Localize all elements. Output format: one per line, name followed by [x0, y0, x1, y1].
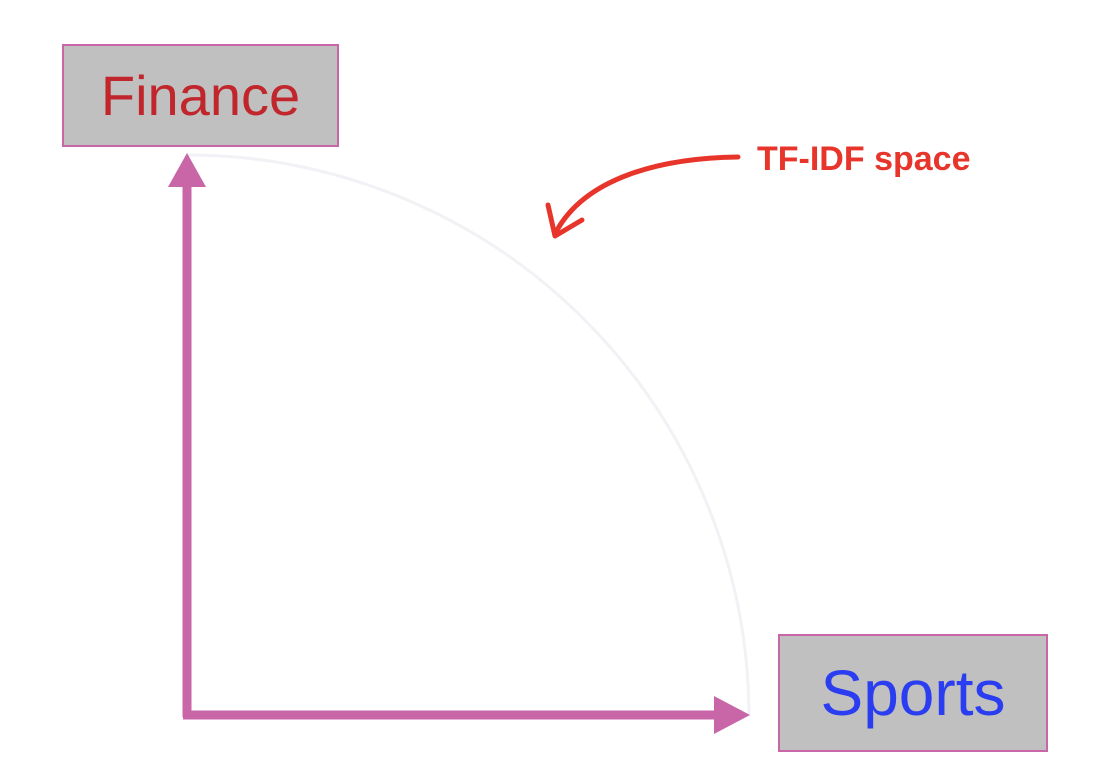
annotation-arrow	[553, 154, 741, 235]
sports-axis-arrowhead	[714, 696, 750, 734]
sports-label-box: Sports	[778, 634, 1048, 752]
annotation-arrowhead	[545, 202, 585, 239]
sports-label: Sports	[820, 657, 1006, 729]
finance-axis-arrowhead	[168, 153, 206, 187]
space-arc	[186, 153, 751, 716]
finance-label-box: Finance	[62, 44, 339, 147]
tfidf-space-annotation: TF-IDF space	[757, 140, 971, 178]
finance-label: Finance	[100, 63, 301, 127]
